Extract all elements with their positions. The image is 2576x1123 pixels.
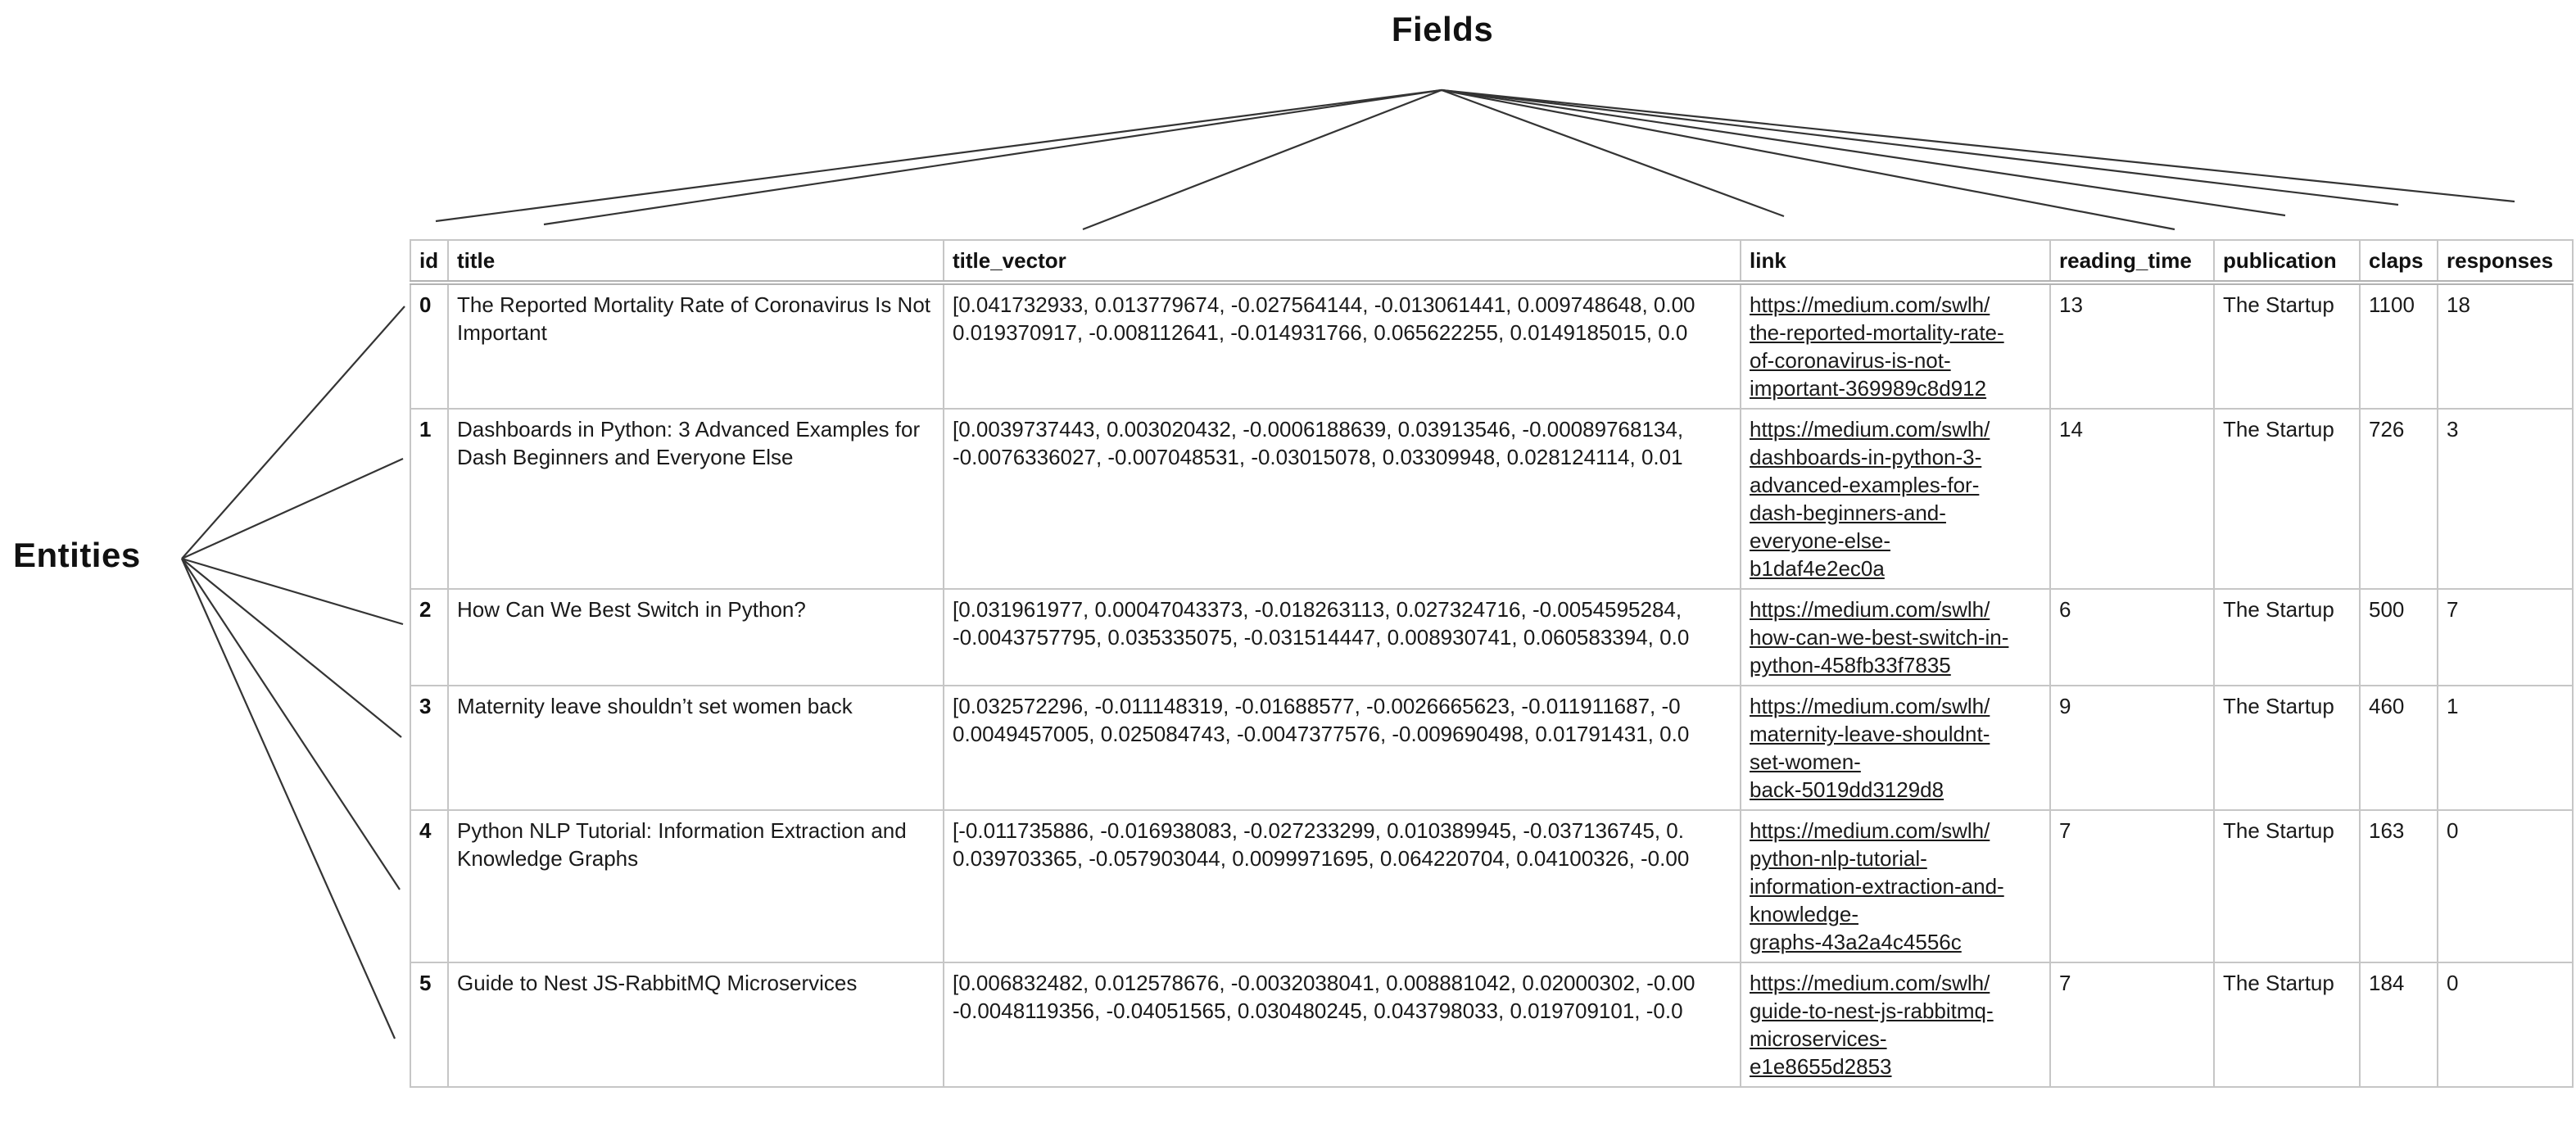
vector-text: [0.0039737443, 0.003020432, -0.000618863… bbox=[953, 417, 1684, 469]
column-header-publication: publication bbox=[2213, 239, 2361, 285]
dataframe-table: id title title_vector link reading_time … bbox=[410, 239, 2574, 1088]
cell-reading-time: 7 bbox=[2049, 962, 2215, 1088]
entities-pointer-line-row-1 bbox=[181, 457, 404, 560]
cell-reading-time: 6 bbox=[2049, 588, 2215, 686]
cell-title-vector: [-0.011735886, -0.016938083, -0.02723329… bbox=[943, 809, 1741, 963]
vector-text: [0.032572296, -0.011148319, -0.01688577,… bbox=[953, 694, 1690, 746]
cell-claps: 500 bbox=[2359, 588, 2438, 686]
cell-responses: 1 bbox=[2437, 685, 2574, 811]
column-header-title: title bbox=[447, 239, 944, 285]
fields-pointer-line-title-vector bbox=[1082, 88, 1442, 231]
cell-publication: The Startup bbox=[2213, 588, 2361, 686]
cell-title-vector: [0.0039737443, 0.003020432, -0.000618863… bbox=[943, 408, 1741, 590]
cell-claps: 184 bbox=[2359, 962, 2438, 1088]
cell-responses: 7 bbox=[2437, 588, 2574, 686]
cell-claps: 1100 bbox=[2359, 282, 2438, 410]
column-header-id: id bbox=[410, 239, 449, 285]
vector-text: [0.031961977, 0.00047043373, -0.01826311… bbox=[953, 597, 1690, 650]
column-header-responses: responses bbox=[2437, 239, 2574, 285]
cell-title: Guide to Nest JS-RabbitMQ Microservices bbox=[447, 962, 944, 1088]
cell-publication: The Startup bbox=[2213, 809, 2361, 963]
table-row: 0 The Reported Mortality Rate of Coronav… bbox=[410, 282, 2574, 410]
cell-title: Maternity leave shouldn’t set women back bbox=[447, 685, 944, 811]
cell-row-index: 5 bbox=[410, 962, 449, 1088]
cell-link: https://medium.com/swlh/ guide-to-nest-j… bbox=[1740, 962, 2051, 1088]
fields-pointer-line-title bbox=[543, 88, 1442, 226]
header-row: id title title_vector link reading_time … bbox=[410, 239, 2574, 285]
column-header-title-vector: title_vector bbox=[943, 239, 1741, 285]
cell-publication: The Startup bbox=[2213, 962, 2361, 1088]
table-row: 1 Dashboards in Python: 3 Advanced Examp… bbox=[410, 408, 2574, 590]
cell-reading-time: 7 bbox=[2049, 809, 2215, 963]
cell-link: https://medium.com/swlh/ the-reported-mo… bbox=[1740, 282, 2051, 410]
entities-pointer-line-row-3 bbox=[181, 558, 402, 738]
cell-row-index: 0 bbox=[410, 282, 449, 410]
cell-title-vector: [0.031961977, 0.00047043373, -0.01826311… bbox=[943, 588, 1741, 686]
fields-pointer-line-claps bbox=[1441, 88, 2399, 206]
vector-text: [0.006832482, 0.012578676, -0.0032038041… bbox=[953, 971, 1695, 1023]
column-header-reading-time: reading_time bbox=[2049, 239, 2215, 285]
article-link[interactable]: https://medium.com/swlh/ python-nlp-tuto… bbox=[1750, 818, 2004, 954]
cell-row-index: 3 bbox=[410, 685, 449, 811]
vector-text: [-0.011735886, -0.016938083, -0.02723329… bbox=[953, 818, 1690, 871]
cell-claps: 163 bbox=[2359, 809, 2438, 963]
cell-responses: 0 bbox=[2437, 809, 2574, 963]
fields-pointer-line-responses bbox=[1441, 88, 2515, 203]
cell-reading-time: 9 bbox=[2049, 685, 2215, 811]
table-row: 2 How Can We Best Switch in Python? [0.0… bbox=[410, 588, 2574, 686]
vector-text: [0.041732933, 0.013779674, -0.027564144,… bbox=[953, 292, 1695, 345]
cell-title-vector: [0.006832482, 0.012578676, -0.0032038041… bbox=[943, 962, 1741, 1088]
cell-link: https://medium.com/swlh/ dashboards-in-p… bbox=[1740, 408, 2051, 590]
table-row: 4 Python NLP Tutorial: Information Extra… bbox=[410, 809, 2574, 963]
cell-link: https://medium.com/swlh/ how-can-we-best… bbox=[1740, 588, 2051, 686]
cell-claps: 726 bbox=[2359, 408, 2438, 590]
fields-pointer-line-id bbox=[435, 88, 1442, 223]
entities-pointer-line-row-0 bbox=[181, 306, 405, 559]
entities-pointer-line-row-5 bbox=[180, 558, 396, 1039]
cell-publication: The Startup bbox=[2213, 282, 2361, 410]
cell-row-index: 1 bbox=[410, 408, 449, 590]
cell-link: https://medium.com/swlh/ python-nlp-tuto… bbox=[1740, 809, 2051, 963]
cell-title-vector: [0.041732933, 0.013779674, -0.027564144,… bbox=[943, 282, 1741, 410]
table-row: 5 Guide to Nest JS-RabbitMQ Microservice… bbox=[410, 962, 2574, 1088]
entities-label: Entities bbox=[13, 536, 141, 574]
cell-reading-time: 14 bbox=[2049, 408, 2215, 590]
cell-title: Python NLP Tutorial: Information Extract… bbox=[447, 809, 944, 963]
cell-publication: The Startup bbox=[2213, 685, 2361, 811]
column-header-claps: claps bbox=[2359, 239, 2438, 285]
cell-responses: 3 bbox=[2437, 408, 2574, 590]
table-row: 3 Maternity leave shouldn’t set women ba… bbox=[410, 685, 2574, 811]
article-link[interactable]: https://medium.com/swlh/ guide-to-nest-j… bbox=[1750, 971, 1994, 1079]
fields-pointer-line-reading-time bbox=[1441, 88, 2175, 231]
cell-title: How Can We Best Switch in Python? bbox=[447, 588, 944, 686]
cell-row-index: 4 bbox=[410, 809, 449, 963]
fields-pointer-line-link bbox=[1441, 88, 1785, 218]
article-link[interactable]: https://medium.com/swlh/ maternity-leave… bbox=[1750, 694, 1990, 802]
entities-pointer-line-row-4 bbox=[181, 558, 401, 890]
cell-reading-time: 13 bbox=[2049, 282, 2215, 410]
cell-claps: 460 bbox=[2359, 685, 2438, 811]
cell-title: The Reported Mortality Rate of Coronavir… bbox=[447, 282, 944, 410]
cell-title-vector: [0.032572296, -0.011148319, -0.01688577,… bbox=[943, 685, 1741, 811]
cell-responses: 18 bbox=[2437, 282, 2574, 410]
article-link[interactable]: https://medium.com/swlh/ dashboards-in-p… bbox=[1750, 417, 1990, 581]
cell-link: https://medium.com/swlh/ maternity-leave… bbox=[1740, 685, 2051, 811]
cell-row-index: 2 bbox=[410, 588, 449, 686]
cell-title: Dashboards in Python: 3 Advanced Example… bbox=[447, 408, 944, 590]
article-link[interactable]: https://medium.com/swlh/ how-can-we-best… bbox=[1750, 597, 2009, 677]
entities-pointer-line-row-2 bbox=[181, 557, 404, 626]
fields-label: Fields bbox=[1391, 10, 1494, 48]
dataframe-container: id title title_vector link reading_time … bbox=[410, 239, 2574, 1088]
cell-responses: 0 bbox=[2437, 962, 2574, 1088]
fields-pointer-line-publication bbox=[1441, 88, 2286, 217]
cell-publication: The Startup bbox=[2213, 408, 2361, 590]
article-link[interactable]: https://medium.com/swlh/ the-reported-mo… bbox=[1750, 292, 2004, 401]
column-header-link: link bbox=[1740, 239, 2051, 285]
